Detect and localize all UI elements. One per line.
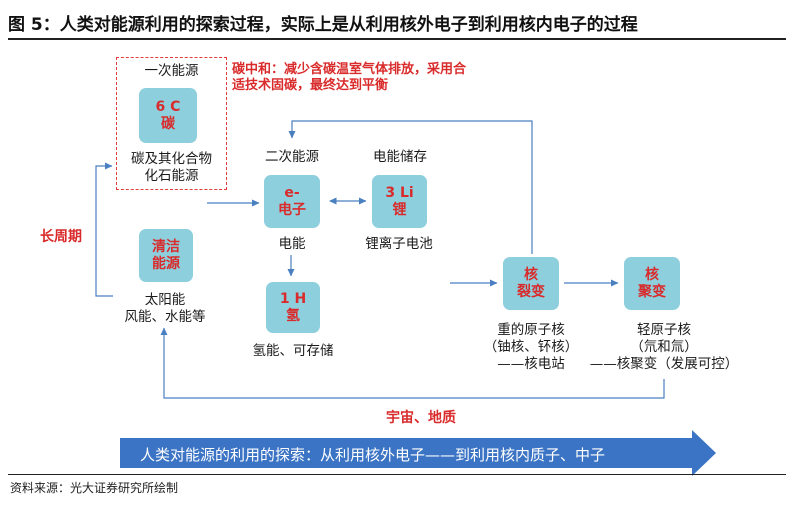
clean-energy-description: 太阳能 风能、水能等 bbox=[110, 292, 220, 326]
arrow-fission-loop bbox=[288, 120, 533, 254]
fusion-description: 轻原子核 （氘和氚） ——核聚变（发展可控） bbox=[582, 322, 746, 373]
fission-node-line2: 裂变 bbox=[517, 283, 545, 300]
cosmos-geology-label: 宇宙、地质 bbox=[386, 410, 456, 426]
storage-label: 电能储存 bbox=[373, 149, 427, 165]
fusion-desc-line1: 轻原子核 bbox=[637, 322, 691, 338]
secondary-energy-label: 二次能源 bbox=[265, 149, 319, 165]
figure-title: 图 5：人类对能源利用的探索过程，实际上是从利用核外电子到利用核内电子的过程 bbox=[8, 15, 638, 35]
hydrogen-node-name: 氢 bbox=[286, 307, 300, 324]
clean-node-line2: 能源 bbox=[152, 255, 180, 272]
fusion-desc-line3: ——核聚变（发展可控） bbox=[589, 356, 739, 372]
fusion-desc-line2: （氘和氚） bbox=[630, 339, 698, 355]
carbon-desc-line2: 化石能源 bbox=[144, 168, 199, 184]
bottom-rule bbox=[8, 474, 786, 475]
fission-desc-line1: 重的原子核 bbox=[497, 322, 565, 338]
carbon-node-name: 碳 bbox=[160, 115, 175, 132]
fission-desc-line2: （铀核、钚核） bbox=[483, 339, 579, 355]
arrow-cosmos-loop bbox=[160, 327, 665, 399]
carbon-neutral-note: 碳中和：减少含碳温室气体排放，采用合适技术固碳，最终达到平衡 bbox=[232, 62, 467, 93]
electron-node: e-电子 bbox=[264, 175, 320, 228]
lithium-node-name: 锂 bbox=[392, 201, 407, 218]
clean-desc-line1: 太阳能 bbox=[144, 292, 186, 308]
battery-label: 锂离子电池 bbox=[365, 236, 433, 252]
hydrogen-description: 氢能、可存储 bbox=[252, 343, 334, 359]
fusion-node: 核聚变 bbox=[624, 257, 680, 310]
source-note: 资料来源：光大证券研究所绘制 bbox=[10, 481, 179, 495]
clean-desc-line2: 风能、水能等 bbox=[124, 309, 206, 325]
electron-node-symbol: e- bbox=[284, 184, 300, 201]
carbon-node-symbol: 6 C bbox=[155, 98, 181, 115]
clean-energy-node: 清洁能源 bbox=[139, 229, 193, 282]
fission-desc-line3: ——核电站 bbox=[497, 356, 565, 372]
banner-arrow bbox=[120, 430, 716, 476]
fission-description: 重的原子核 （铀核、钚核） ——核电站 bbox=[470, 322, 592, 373]
carbon-desc-line1: 碳及其化合物 bbox=[131, 151, 212, 167]
exploration-banner-text: 人类对能源的利用的探索：从利用核外电子——到利用核内质子、中子 bbox=[140, 446, 606, 464]
hydrogen-node-symbol: 1 H bbox=[279, 290, 307, 307]
electron-node-name: 电子 bbox=[278, 201, 306, 218]
clean-node-line1: 清洁 bbox=[152, 238, 180, 255]
long-period-label: 长周期 bbox=[40, 229, 82, 245]
fusion-node-line1: 核 bbox=[645, 266, 659, 283]
top-rule bbox=[8, 38, 786, 40]
fission-node-line1: 核 bbox=[524, 266, 538, 283]
electricity-label: 电能 bbox=[278, 236, 306, 252]
lithium-node-symbol: 3 Li bbox=[385, 184, 414, 201]
fossil-group-box bbox=[116, 57, 227, 190]
fission-node: 核裂变 bbox=[503, 257, 559, 310]
fusion-node-line2: 聚变 bbox=[638, 283, 666, 300]
long-period-bracket bbox=[95, 162, 113, 297]
primary-energy-label: 一次能源 bbox=[144, 63, 199, 79]
carbon-description: 碳及其化合物 化石能源 bbox=[116, 151, 227, 185]
